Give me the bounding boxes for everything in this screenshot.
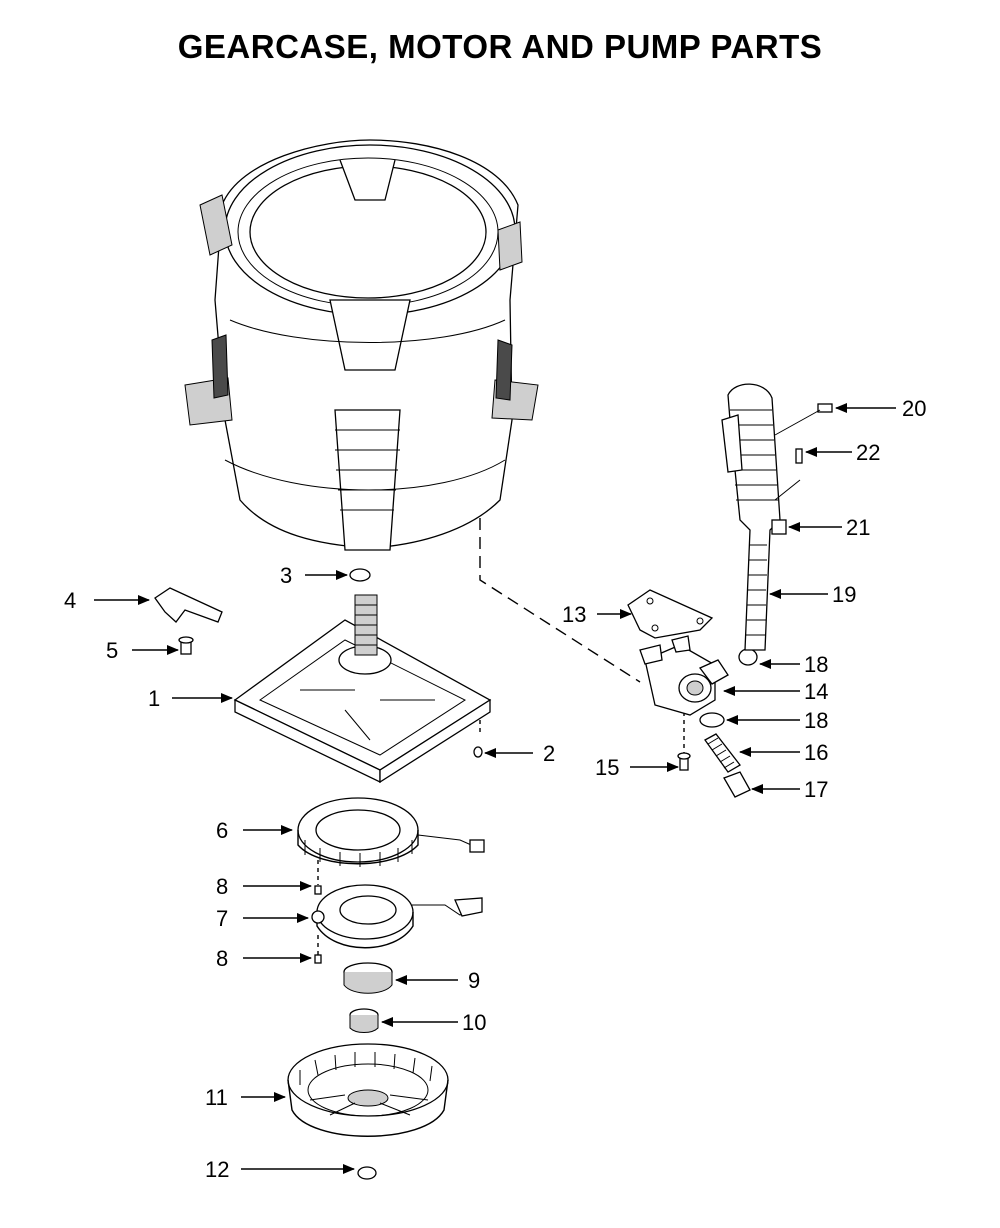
callout-17: 17 bbox=[804, 777, 828, 802]
part-16-hose bbox=[704, 733, 741, 773]
part-22-screw bbox=[795, 448, 803, 464]
callout-9: 9 bbox=[468, 968, 480, 993]
outer-tub bbox=[184, 139, 539, 551]
part-18a-clamp bbox=[738, 648, 758, 666]
part-10-shifter bbox=[349, 1008, 379, 1033]
callout-11: 11 bbox=[205, 1085, 228, 1110]
part-8a-screw bbox=[314, 885, 322, 895]
callout-13: 13 bbox=[562, 602, 586, 627]
callout-4: 4 bbox=[64, 588, 76, 613]
part-4-bracket bbox=[154, 587, 223, 623]
part-12-nut bbox=[357, 1166, 377, 1180]
callout-16: 16 bbox=[804, 740, 828, 765]
callout-8-upper: 8 bbox=[216, 874, 228, 899]
callout-21: 21 bbox=[846, 515, 870, 540]
callout-labels: 4 5 1 2 3 6 8 7 8 9 10 11 12 13 14 15 16… bbox=[64, 396, 926, 1182]
callout-12: 12 bbox=[205, 1157, 229, 1182]
leader-arrows bbox=[94, 403, 896, 1174]
callout-6: 6 bbox=[216, 818, 228, 843]
callout-18-upper: 18 bbox=[804, 652, 828, 677]
callout-1: 1 bbox=[148, 686, 160, 711]
part-13-gasket bbox=[627, 589, 714, 639]
part-17-clamp bbox=[723, 771, 751, 798]
page-title: GEARCASE, MOTOR AND PUMP PARTS bbox=[177, 28, 823, 65]
part-1-gearcase bbox=[233, 594, 492, 784]
part-2-screw bbox=[473, 746, 483, 758]
part-6-stator bbox=[297, 797, 485, 867]
part-9-coupling bbox=[343, 962, 393, 994]
callout-7: 7 bbox=[216, 906, 228, 931]
callout-20: 20 bbox=[902, 396, 926, 421]
part-11-rotor bbox=[287, 1043, 449, 1137]
callout-18-lower: 18 bbox=[804, 708, 828, 733]
part-5-screw bbox=[178, 636, 194, 655]
part-21-clip bbox=[771, 519, 787, 535]
part-8b-screw bbox=[314, 954, 322, 964]
callout-3: 3 bbox=[280, 563, 292, 588]
callout-2: 2 bbox=[543, 741, 555, 766]
part-14-pump bbox=[639, 635, 729, 716]
part-18b-clamp bbox=[699, 712, 725, 728]
part-20-screw bbox=[817, 403, 833, 413]
part-15-screw bbox=[677, 752, 691, 771]
callout-5: 5 bbox=[106, 638, 118, 663]
part-19-drain-hose bbox=[721, 383, 781, 651]
part-7-housing bbox=[311, 884, 483, 949]
callout-14: 14 bbox=[804, 679, 828, 704]
part-3-seal bbox=[349, 568, 371, 582]
callout-19: 19 bbox=[832, 582, 856, 607]
callout-22: 22 bbox=[856, 440, 880, 465]
callout-8-lower: 8 bbox=[216, 946, 228, 971]
callout-10: 10 bbox=[462, 1010, 486, 1035]
callout-15: 15 bbox=[595, 755, 619, 780]
